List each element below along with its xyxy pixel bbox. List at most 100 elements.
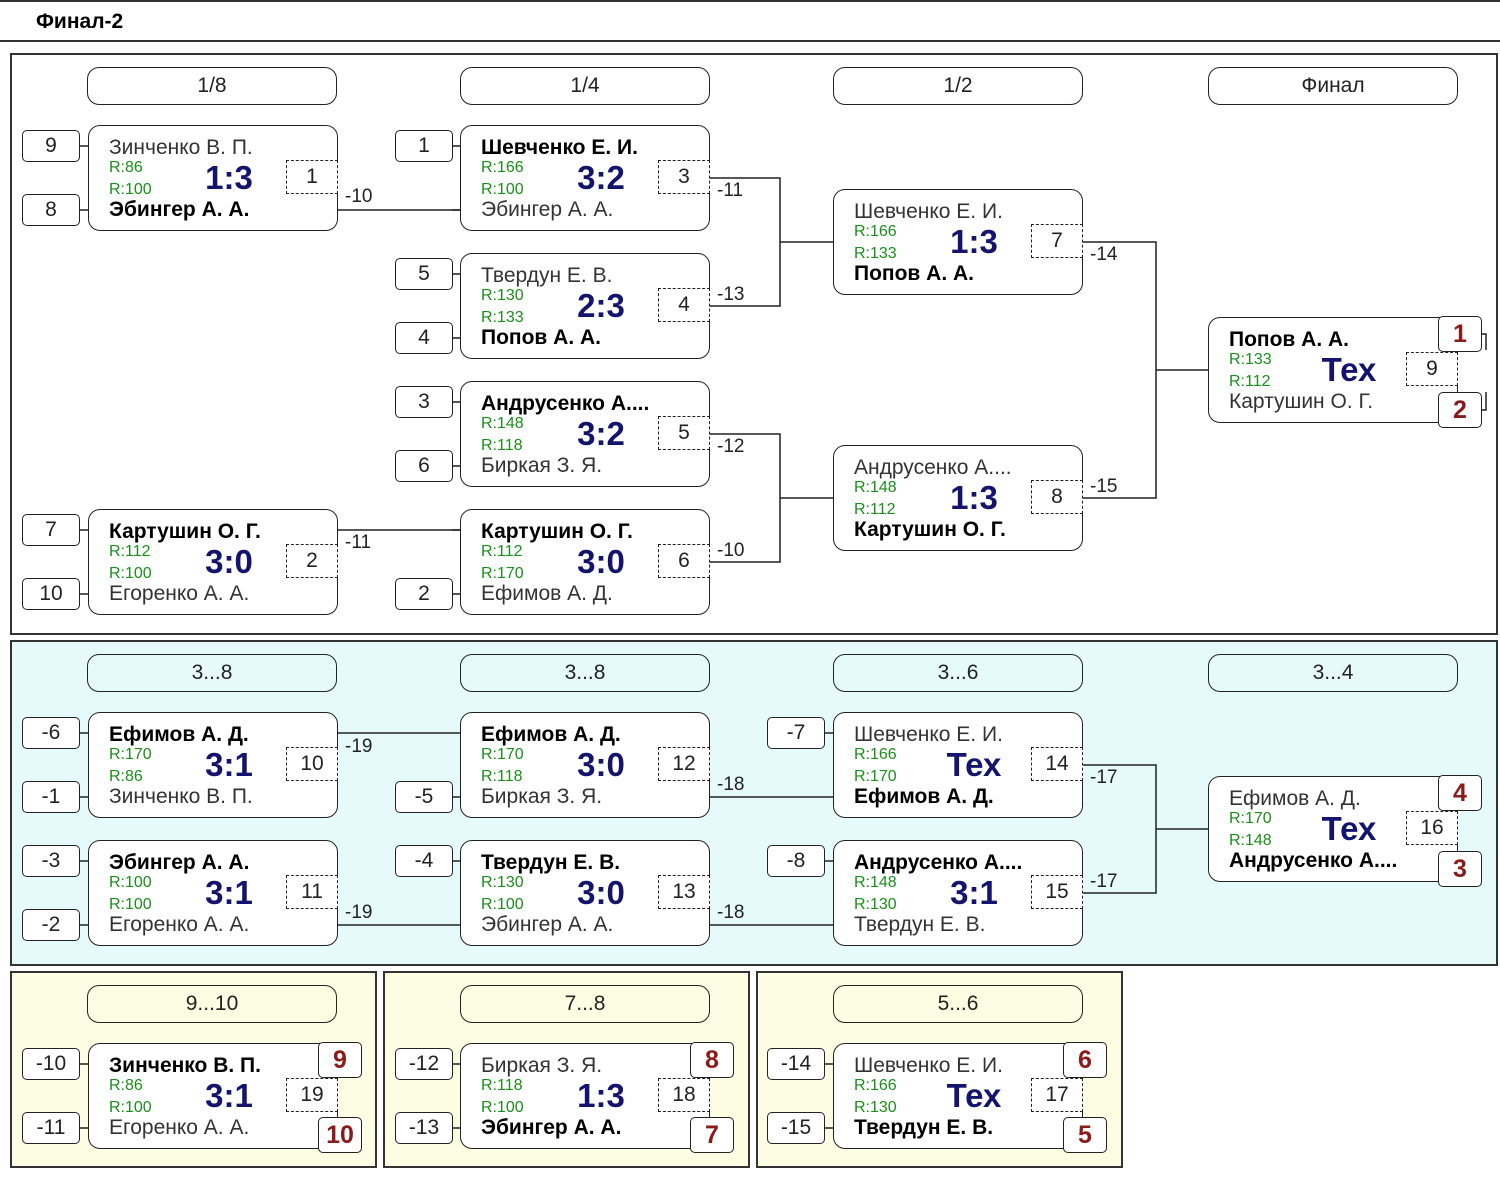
place-badge: 9 (318, 1042, 362, 1078)
match-card[interactable]: Биркая З. Я. R:118 R:100 1:3 18 Эбингер … (460, 1043, 710, 1149)
match-card[interactable]: Шевченко Е. И. R:166 R:100 3:2 3 Эбингер… (460, 125, 710, 231)
match-card[interactable]: Эбингер А. А. R:100 R:100 3:1 11 Егоренк… (88, 840, 338, 946)
seed-box[interactable]: -10 (22, 1048, 80, 1080)
round-header-3-8: 3...8 (87, 654, 337, 692)
seed-box[interactable]: 5 (395, 258, 453, 290)
match-score: 3:0 (577, 874, 625, 911)
seed-box[interactable]: 7 (22, 514, 80, 546)
match-card[interactable]: Зинченко В. П. R:86 R:100 3:1 19 Егоренк… (88, 1043, 338, 1149)
player-top: Андрусенко А.... (854, 851, 1023, 874)
loser-label: -17 (1090, 767, 1118, 788)
seed-box[interactable]: -2 (22, 909, 80, 941)
match-card[interactable]: Зинченко В. П. R:86 R:100 1:3 1 Эбингер … (88, 125, 338, 231)
rating-bottom: R:130 (854, 896, 897, 913)
match-card[interactable]: Ефимов А. Д. R:170 R:118 3:0 12 Биркая З… (460, 712, 710, 818)
match-card-final[interactable]: Попов А. А. R:133 R:112 Тех 9 Картушин О… (1208, 317, 1458, 423)
seed-box[interactable]: 3 (395, 386, 453, 418)
match-number: 13 (658, 875, 710, 909)
seed-box[interactable]: 9 (22, 130, 80, 162)
seed-box[interactable]: -15 (767, 1112, 825, 1144)
match-score: 2:3 (577, 287, 625, 324)
player-bottom: Андрусенко А.... (1229, 849, 1398, 872)
match-card[interactable]: Шевченко Е. И. R:166 R:133 1:3 7 Попов А… (833, 189, 1083, 295)
player-top: Зинченко В. П. (109, 136, 253, 159)
player-top: Биркая З. Я. (481, 1054, 603, 1077)
rating-bottom: R:100 (109, 896, 152, 913)
seed-box[interactable]: -7 (767, 717, 825, 749)
seed-box[interactable]: -14 (767, 1048, 825, 1080)
player-bottom: Твердун Е. В. (854, 913, 986, 936)
loser-label: -15 (1090, 476, 1118, 497)
match-card[interactable]: Картушин О. Г. R:112 R:100 3:0 2 Егоренк… (88, 509, 338, 615)
match-card[interactable]: Ефимов А. Д. R:170 R:148 Тех 16 Андрусен… (1208, 776, 1458, 882)
match-card[interactable]: Ефимов А. Д. R:170 R:86 3:1 10 Зинченко … (88, 712, 338, 818)
match-score: Тех (946, 1077, 1002, 1114)
seed-box[interactable]: -8 (767, 845, 825, 877)
seed-box[interactable]: -12 (395, 1048, 453, 1080)
match-score: 1:3 (205, 159, 253, 196)
player-top: Ефимов А. Д. (109, 723, 249, 746)
match-score: 1:3 (950, 223, 998, 260)
seed-box[interactable]: 8 (22, 194, 80, 226)
match-card[interactable]: Шевченко Е. И. R:166 R:130 Тех 17 Тверду… (833, 1043, 1083, 1149)
player-bottom: Эбингер А. А. (481, 913, 614, 936)
player-top: Шевченко Е. И. (481, 136, 638, 159)
player-top: Андрусенко А.... (854, 456, 1012, 479)
seed-box[interactable]: 2 (395, 578, 453, 610)
match-card[interactable]: Андрусенко А.... R:148 R:118 3:2 5 Бирка… (460, 381, 710, 487)
seed-box[interactable]: -13 (395, 1112, 453, 1144)
rating-top: R:148 (481, 415, 524, 432)
rating-bottom: R:133 (854, 245, 897, 262)
loser-label: -19 (345, 736, 373, 757)
match-number: 8 (1031, 480, 1083, 514)
match-number: 18 (658, 1078, 710, 1112)
match-score: 3:0 (577, 543, 625, 580)
round-header-1-8: 1/8 (87, 67, 337, 105)
place-badge: 6 (1063, 1042, 1107, 1078)
seed-box[interactable]: 10 (22, 578, 80, 610)
match-card[interactable]: Твердун Е. В. R:130 R:100 3:0 13 Эбингер… (460, 840, 710, 946)
seed-box[interactable]: -4 (395, 845, 453, 877)
match-score: 3:0 (577, 746, 625, 783)
match-card[interactable]: Твердун Е. В. R:130 R:133 2:3 4 Попов А.… (460, 253, 710, 359)
player-top: Твердун Е. В. (481, 851, 621, 874)
seed-box[interactable]: 6 (395, 450, 453, 482)
player-top: Ефимов А. Д. (1229, 787, 1361, 810)
seed-box[interactable]: 1 (395, 130, 453, 162)
seed-box[interactable]: -11 (22, 1112, 80, 1144)
player-bottom: Зинченко В. П. (109, 785, 253, 808)
round-header-final: Финал (1208, 67, 1458, 105)
seed-box[interactable]: -1 (22, 781, 80, 813)
match-card[interactable]: Картушин О. Г. R:112 R:170 3:0 6 Ефимов … (460, 509, 710, 615)
player-bottom: Твердун Е. В. (854, 1116, 994, 1139)
seed-box[interactable]: -6 (22, 717, 80, 749)
match-card[interactable]: Андрусенко А.... R:148 R:130 3:1 15 Твер… (833, 840, 1083, 946)
seed-box[interactable]: 4 (395, 322, 453, 354)
rating-top: R:118 (481, 1077, 523, 1094)
match-card[interactable]: Шевченко Е. И. R:166 R:170 Тех 14 Ефимов… (833, 712, 1083, 818)
match-score: Тех (1321, 351, 1377, 388)
player-bottom: Ефимов А. Д. (854, 785, 994, 808)
player-top: Картушин О. Г. (481, 520, 633, 543)
player-bottom: Биркая З. Я. (481, 785, 603, 808)
seed-box[interactable]: -5 (395, 781, 453, 813)
match-number: 12 (658, 747, 710, 781)
match-card[interactable]: Андрусенко А.... R:148 R:112 1:3 8 Карту… (833, 445, 1083, 551)
round-header-3-4: 3...4 (1208, 654, 1458, 692)
player-top: Шевченко Е. И. (854, 723, 1003, 746)
player-bottom: Эбингер А. А. (481, 1116, 622, 1139)
rating-top: R:86 (109, 1077, 143, 1094)
place-badge: 7 (690, 1117, 734, 1153)
round-header-7-8: 7...8 (460, 985, 710, 1023)
seed-box[interactable]: -3 (22, 845, 80, 877)
rating-bottom: R:170 (481, 565, 524, 582)
match-number: 15 (1031, 875, 1083, 909)
loser-label: -18 (717, 774, 745, 795)
player-bottom: Картушин О. Г. (854, 518, 1006, 541)
player-top: Твердун Е. В. (481, 264, 613, 287)
match-score: 3:2 (577, 159, 625, 196)
round-header-1-2: 1/2 (833, 67, 1083, 105)
match-number: 7 (1031, 224, 1083, 258)
match-score: 3:1 (205, 1077, 253, 1114)
